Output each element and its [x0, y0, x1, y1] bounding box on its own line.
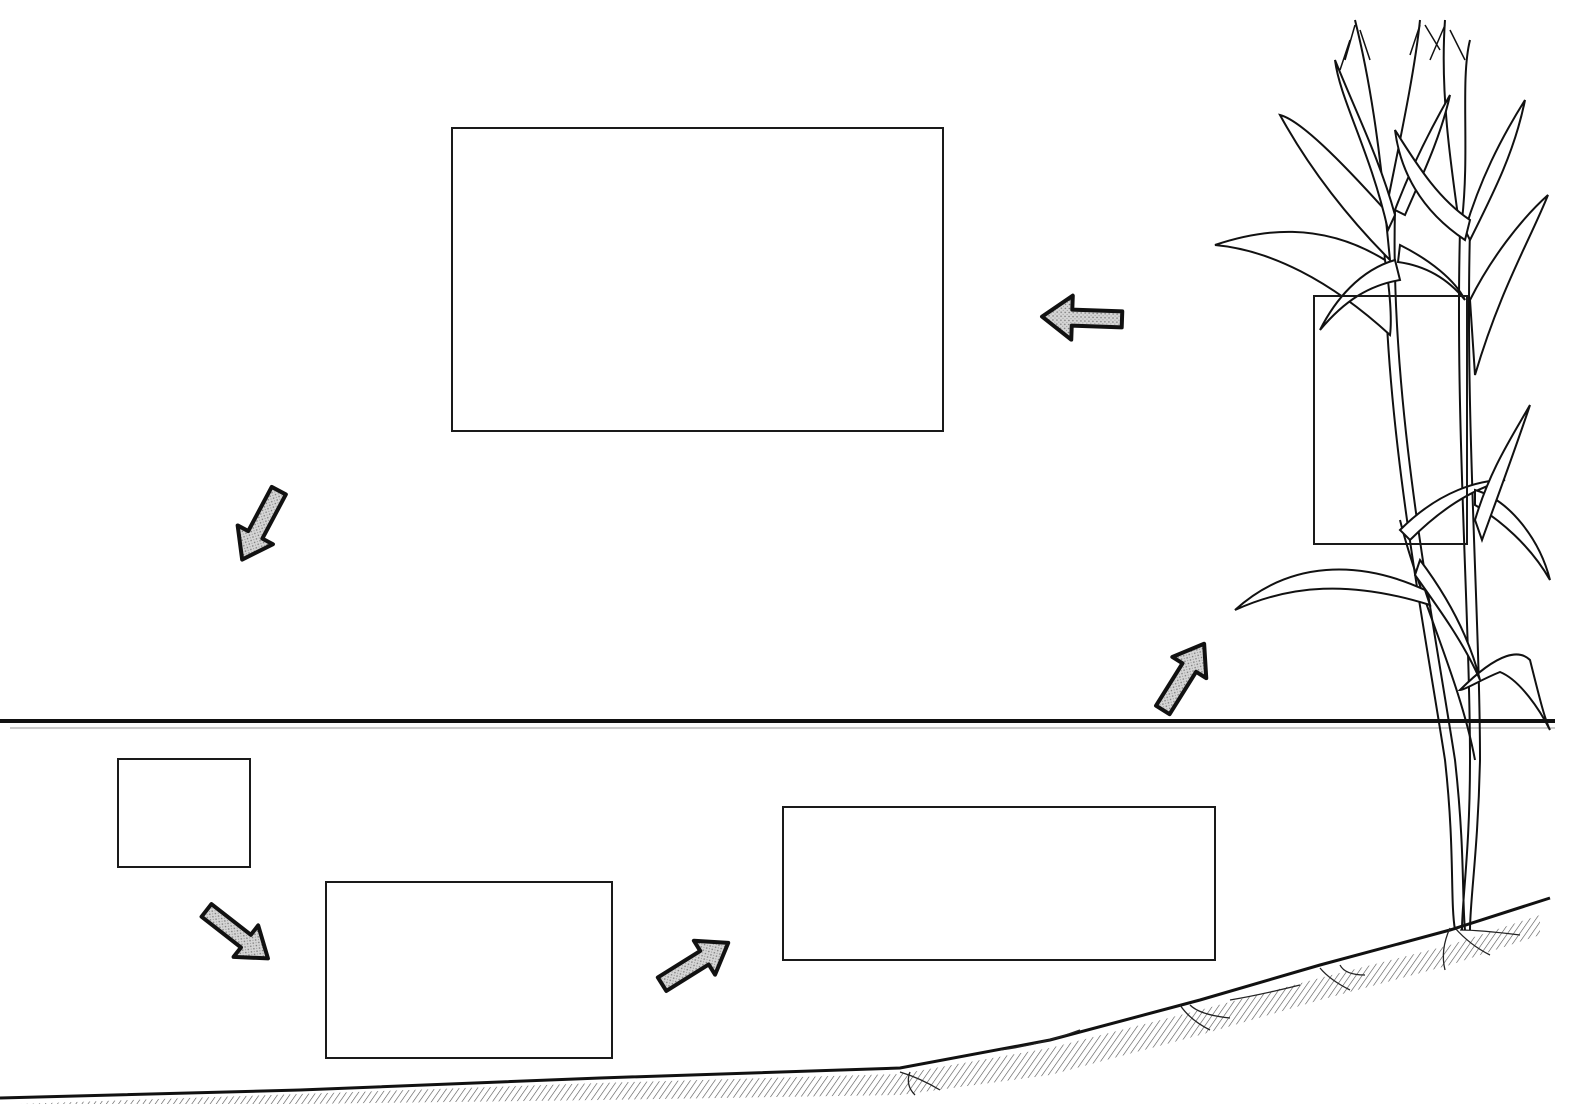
arrow-up-right-icon — [1146, 633, 1221, 720]
label-box-soil-middle[interactable] — [325, 881, 613, 1059]
label-box-atmosphere[interactable] — [451, 127, 944, 432]
arrow-left-icon — [1041, 295, 1122, 342]
arrow-down-right-icon — [194, 895, 280, 975]
label-box-soil-small[interactable] — [117, 758, 251, 868]
label-box-soil-right[interactable] — [782, 806, 1216, 961]
arrow-down-left-icon — [225, 481, 297, 569]
label-box-plant[interactable] — [1313, 295, 1468, 545]
arrow-up-right-icon — [651, 926, 738, 1001]
ground-line — [0, 721, 1555, 728]
